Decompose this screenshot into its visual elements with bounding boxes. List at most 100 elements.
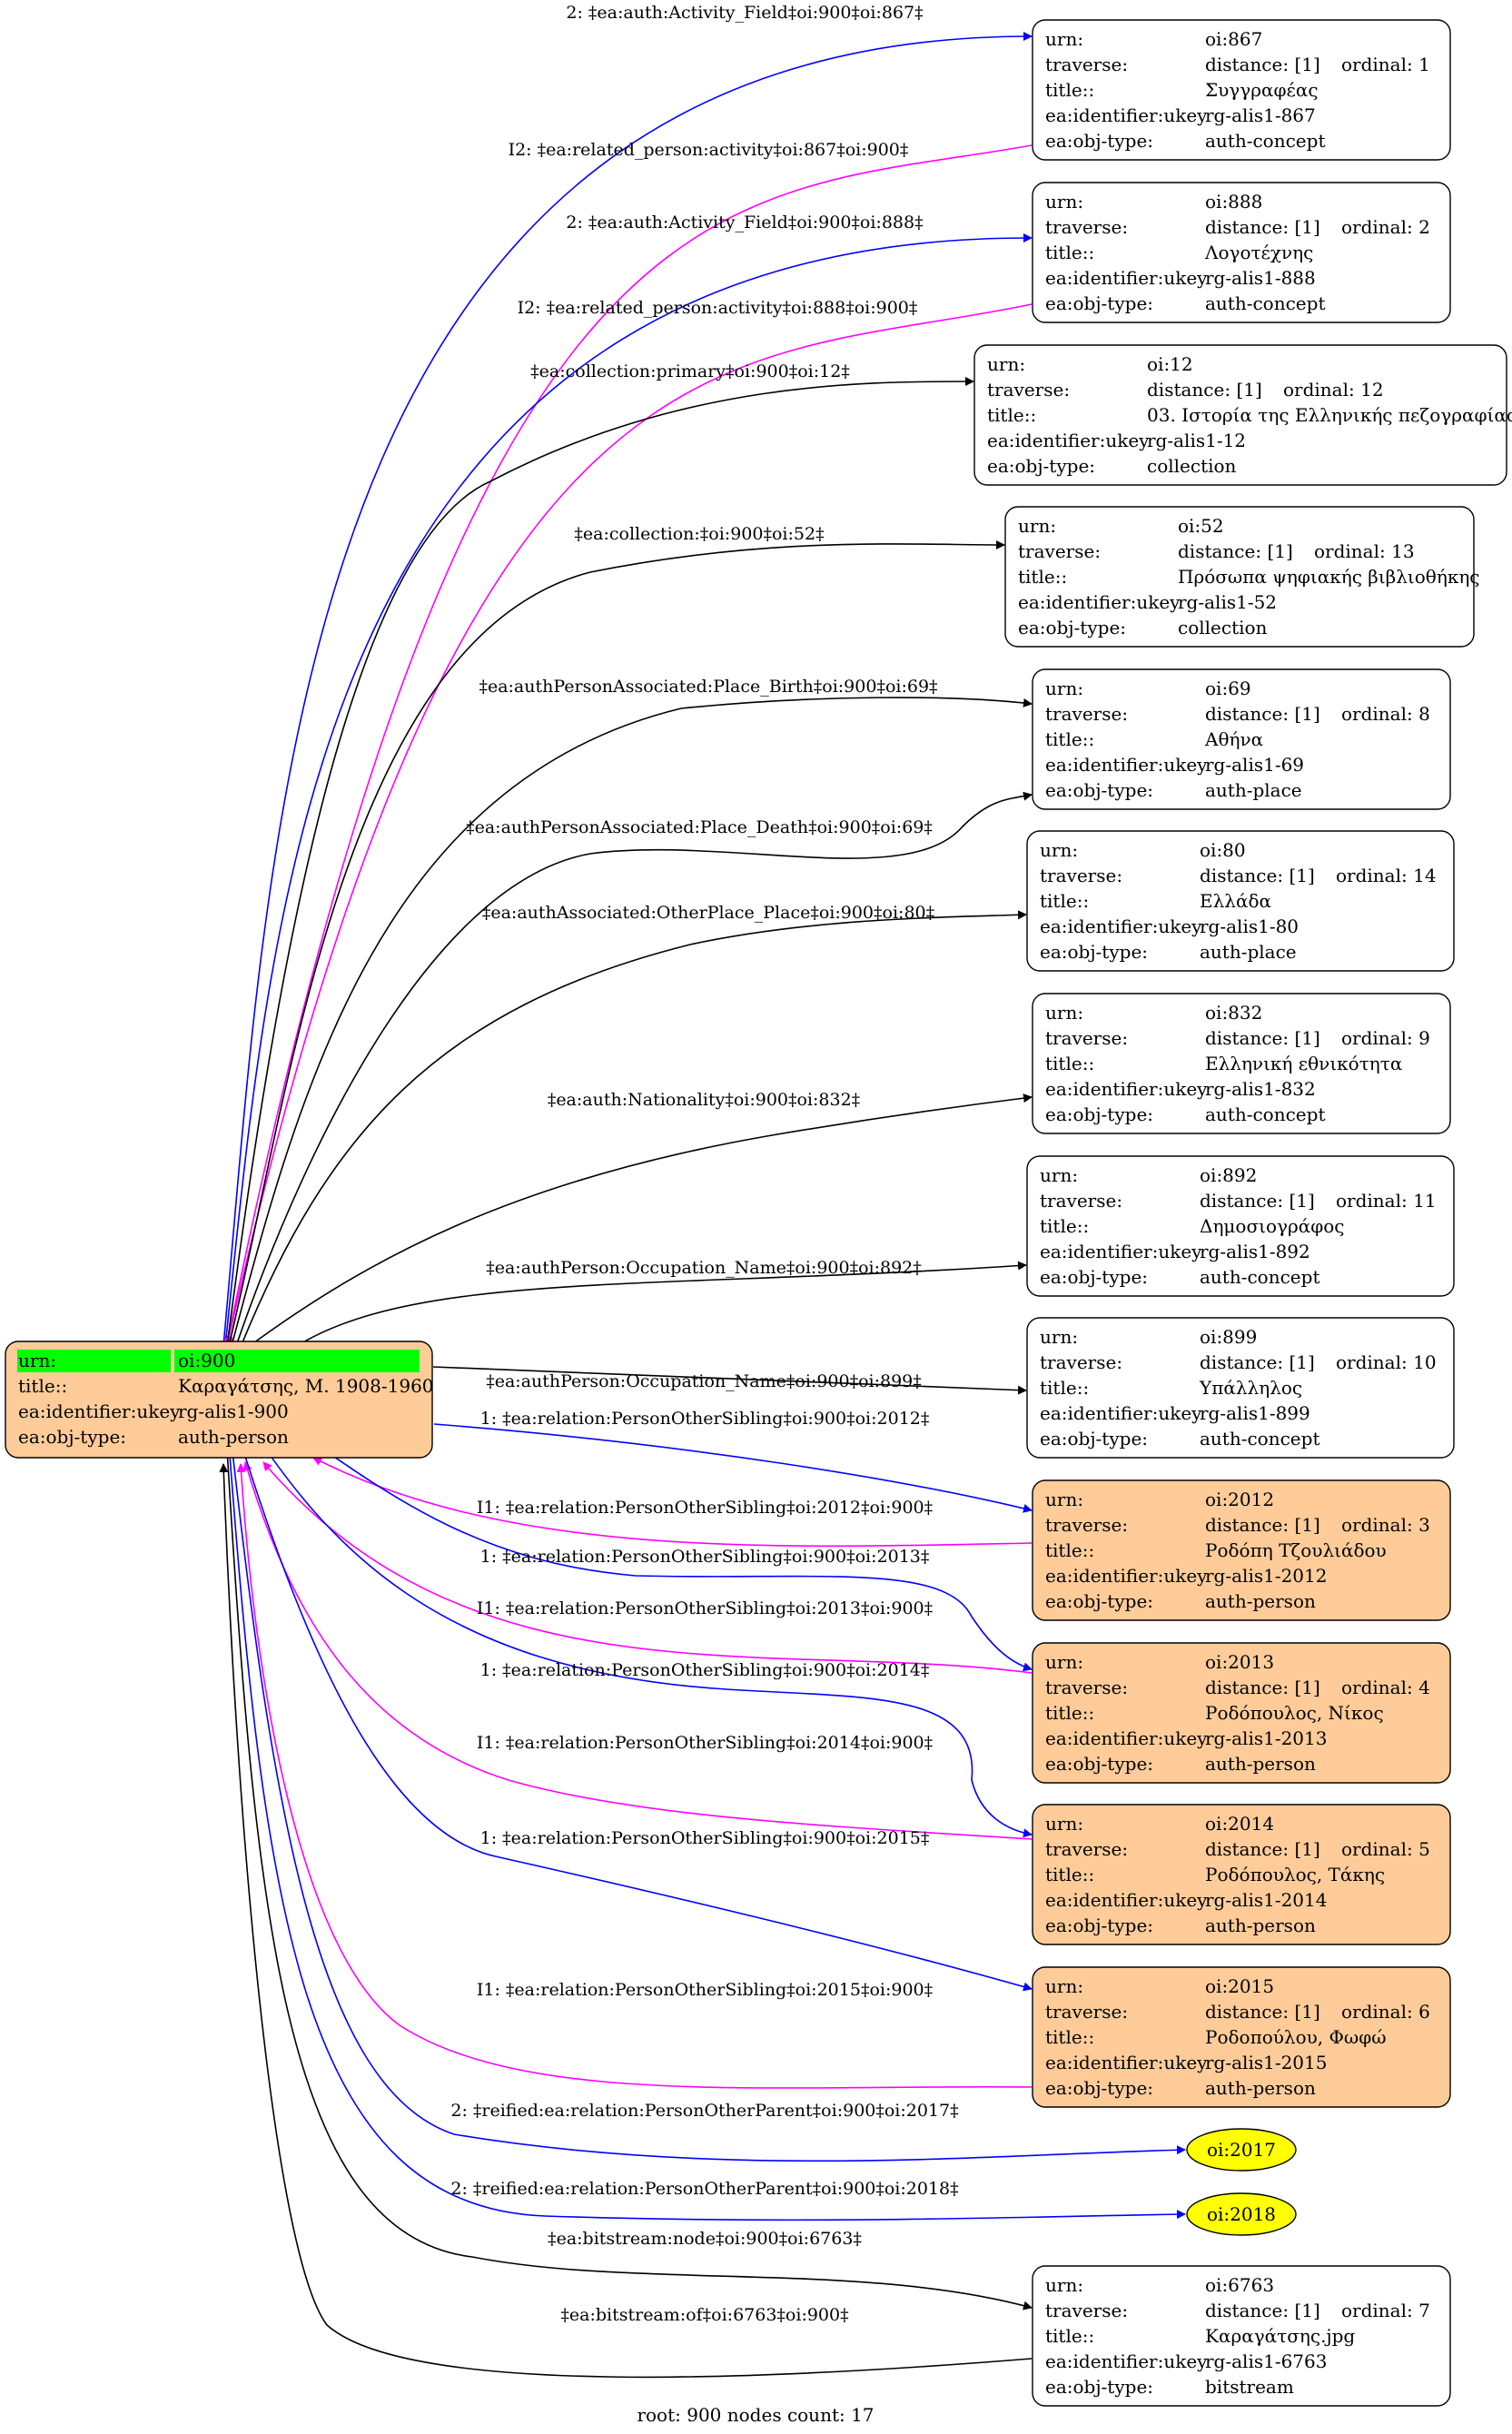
oval-shape	[1186, 2192, 1297, 2236]
field-value: rg-alis1-12	[1147, 430, 1246, 451]
field-value: auth-concept	[1200, 1428, 1319, 1450]
field-value: distance: [1]	[1205, 1838, 1320, 1860]
field-value: oi:52	[1178, 515, 1224, 537]
field-label: ea:obj-type:	[1045, 779, 1153, 801]
edges-layer	[219, 32, 1186, 2379]
field-label: ea:identifier:ukey	[1045, 1078, 1208, 1100]
field-label: title::	[987, 404, 1036, 426]
field-value: Υπάλληλος	[1199, 1377, 1302, 1399]
oval-shape	[1186, 2128, 1297, 2172]
field-value: auth-place	[1200, 941, 1297, 963]
edge-label: ‡ea:bitstream:of‡oi:6763‡oi:900‡	[560, 2305, 848, 2325]
field-value: rg-alis1-6763	[1205, 2350, 1327, 2372]
field-value: rg-alis1-899	[1200, 1402, 1310, 1424]
field-label: traverse:	[1045, 216, 1128, 238]
field-value: auth-person	[1205, 1753, 1316, 1775]
field-value: rg-alis1-80	[1200, 915, 1299, 937]
field-label: traverse:	[1045, 2001, 1128, 2023]
field-label: ea:identifier:ukey	[1045, 104, 1208, 126]
node-box	[1032, 668, 1451, 810]
field-label: ea:obj-type:	[1018, 617, 1126, 638]
field-value: rg-alis1-2015	[1205, 2052, 1327, 2073]
edge-neutral-22	[224, 1418, 1033, 2310]
field-value: distance: [1]	[1205, 1677, 1320, 1698]
root-field-label: ea:obj-type:	[18, 1426, 126, 1448]
edge-label: 2: ‡reified:ea:relation:PersonOtherParen…	[450, 2101, 958, 2121]
field-label: ea:identifier:ukey	[1045, 1565, 1208, 1587]
field-label: title::	[1045, 1053, 1094, 1074]
edge-label: I1: ‡ea:relation:PersonOtherSibling‡oi:2…	[477, 1598, 933, 1618]
field-ordinal: ordinal: 2	[1341, 216, 1430, 238]
field-label: ea:obj-type:	[1045, 2077, 1153, 2099]
oval-node-oi-2018[interactable]: oi:2018	[1186, 2192, 1297, 2236]
field-value: 03. Ιστορία της Ελληνικής πεζογραφίας	[1147, 404, 1512, 426]
edge-forward-20	[228, 1418, 1186, 2162]
field-ordinal: ordinal: 10	[1336, 1351, 1437, 1373]
node-box	[1026, 1155, 1455, 1297]
field-label: ea:obj-type:	[987, 455, 1095, 477]
node-box	[1032, 182, 1451, 323]
edge-neutral-9	[246, 1093, 1033, 1349]
field-label: title::	[1040, 1215, 1089, 1237]
node-box	[1032, 1479, 1451, 1621]
field-label: traverse:	[1040, 1190, 1122, 1212]
edge-label: 2: ‡ea:auth:Activity_Field‡oi:900‡oi:867…	[566, 3, 923, 23]
field-label: traverse:	[1045, 1027, 1128, 1049]
field-value: rg-alis1-867	[1205, 104, 1316, 126]
field-label: ea:identifier:ukey	[1045, 1889, 1208, 1911]
field-label: traverse:	[1045, 1514, 1128, 1536]
edge-label: ‡ea:collection:‡oi:900‡oi:52‡	[574, 524, 824, 544]
field-label: ea:identifier:ukey	[1018, 591, 1181, 613]
field-label: ea:identifier:ukey	[1045, 2350, 1208, 2372]
edge-label: 1: ‡ea:relation:PersonOtherSibling‡oi:90…	[480, 1660, 930, 1680]
field-label: urn:	[1018, 515, 1056, 537]
field-value: collection	[1147, 455, 1237, 477]
edge-forward-21	[226, 1418, 1186, 2221]
oval-label: oi:2017	[1207, 2139, 1276, 2161]
field-label: title::	[1045, 79, 1094, 101]
field-value: auth-concept	[1200, 1266, 1319, 1288]
field-label: ea:obj-type:	[1045, 2376, 1153, 2398]
edge-inverse-13	[312, 1457, 1033, 1548]
field-label: urn:	[1045, 1651, 1083, 1673]
field-value: rg-alis1-888	[1205, 267, 1316, 289]
root-field-label: ea:identifier:ukey	[18, 1400, 181, 1422]
field-label: ea:identifier:ukey	[1040, 1241, 1202, 1262]
field-value: bitstream	[1205, 2376, 1294, 2398]
oval-node-oi-2017[interactable]: oi:2017	[1186, 2128, 1297, 2172]
field-value: Πρόσωπα ψηφιακής βιβλιοθήκης	[1178, 566, 1480, 588]
field-label: urn:	[1045, 1975, 1083, 1997]
edge-neutral-4	[226, 377, 974, 1347]
field-value: distance: [1]	[1147, 379, 1262, 401]
field-value: Δημοσιογράφος	[1200, 1215, 1344, 1237]
field-value: distance: [1]	[1205, 1027, 1320, 1049]
field-value: distance: [1]	[1205, 2001, 1320, 2023]
field-value: auth-place	[1205, 779, 1302, 801]
field-ordinal: ordinal: 9	[1341, 1027, 1430, 1049]
field-label: urn:	[1045, 191, 1083, 213]
field-label: ea:obj-type:	[1045, 1753, 1153, 1775]
field-value: oi:69	[1205, 678, 1251, 699]
field-label: title::	[1045, 2325, 1094, 2347]
edge-label: ‡ea:authPerson:Occupation_Name‡oi:900‡oi…	[486, 1371, 922, 1391]
field-label: title::	[1018, 566, 1067, 588]
edge-label: 1: ‡ea:relation:PersonOtherSibling‡oi:90…	[480, 1828, 930, 1848]
field-label: traverse:	[1045, 2300, 1128, 2321]
field-value: distance: [1]	[1200, 1190, 1315, 1212]
